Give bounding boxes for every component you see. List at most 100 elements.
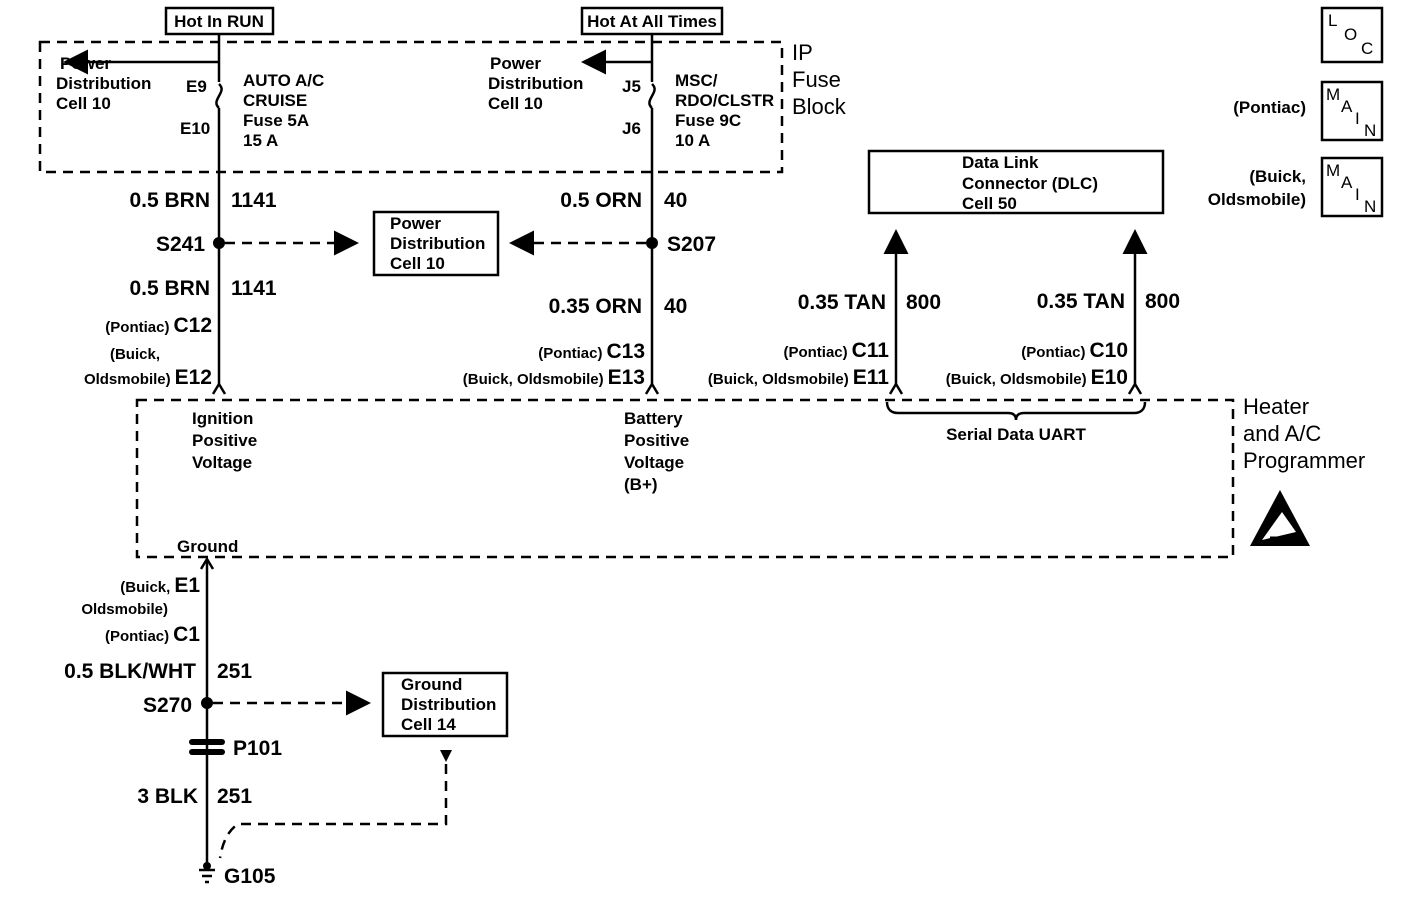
fuse-left-name-3: Fuse 5A <box>243 111 309 130</box>
pdc-left-line3: Cell 10 <box>56 94 111 113</box>
main-buick-label-1: (Buick, <box>1249 167 1306 186</box>
pdc-box-line3: Cell 10 <box>390 254 445 273</box>
wire-40-top-gauge: 0.5 ORN <box>560 189 642 212</box>
conn-c1-pontiac-id: C1 <box>173 623 200 646</box>
pdc-box-line2: Distribution <box>390 234 485 253</box>
fuse-left-symbol <box>215 83 223 109</box>
loc-letter-c: C <box>1361 39 1373 58</box>
conn-c11-buick: (Buick, Oldsmobile)E11 <box>708 366 889 389</box>
conn-c1-pontiac: (Pontiac)C1 <box>105 623 200 646</box>
dlc-line2: Connector (DLC) <box>962 174 1098 193</box>
ip-fuse-block-line2: Fuse <box>792 67 841 92</box>
ignition-line3: Voltage <box>192 453 252 472</box>
conn-e10-pin <box>1127 381 1143 395</box>
conn-c10-buick-prefix: (Buick, Oldsmobile) <box>946 371 1087 388</box>
wire-40-bot-circuit: 40 <box>664 295 687 318</box>
conn-e1-buick-prefix-1: (Buick, <box>120 579 170 596</box>
conn-c12-buick-prefix-2: Oldsmobile) <box>84 371 171 388</box>
conn-c11-pontiac-prefix: (Pontiac) <box>783 344 847 361</box>
battery-line3: Voltage <box>624 453 684 472</box>
wire-251-bot-circuit: 251 <box>217 785 252 808</box>
wire-800-b-gauge: 0.35 TAN <box>1037 290 1125 313</box>
conn-e1-buick-id: E1 <box>174 574 200 597</box>
ground-icon <box>199 868 215 884</box>
wire-800-a-circuit: 800 <box>906 291 941 314</box>
uart-bracket <box>885 401 1147 421</box>
splice-s270-label: S270 <box>143 694 192 717</box>
main-b-letter-i: I <box>1355 185 1360 204</box>
dlc-box <box>867 149 1165 215</box>
g105-dot <box>203 862 211 870</box>
dlc-line3: Cell 50 <box>962 194 1017 213</box>
g105-label: G105 <box>224 865 276 888</box>
loc-letter-l: L <box>1328 11 1337 30</box>
conn-c11-buick-id: E11 <box>853 366 890 389</box>
pdc-box-line1: Power <box>390 214 441 233</box>
pdc-mid-line1: Power <box>490 54 541 73</box>
main-p-letter-n: N <box>1364 121 1376 140</box>
wire-251-top-gauge: 0.5 BLK/WHT <box>64 660 196 683</box>
main-box-pontiac <box>1320 80 1384 142</box>
fuse-left-name-4: 15 A <box>243 131 278 150</box>
main-pontiac-label: (Pontiac) <box>1233 98 1306 117</box>
wire-40-top-circuit: 40 <box>664 189 687 212</box>
ip-fuse-block-line1: IP <box>792 40 813 65</box>
conn-c10-pontiac: (Pontiac)C10 <box>1021 339 1128 362</box>
fuse-right-bottom-pin: J6 <box>622 119 641 138</box>
fuse-right-name-4: 10 A <box>675 131 710 150</box>
loc-letter-o: O <box>1344 25 1357 44</box>
conn-c12-pontiac: (Pontiac)C12 <box>105 314 212 337</box>
ignition-line2: Positive <box>192 431 257 450</box>
battery-line2: Positive <box>624 431 689 450</box>
main-b-letter-n: N <box>1364 197 1376 216</box>
ground-label: Ground <box>177 537 238 556</box>
conn-e11-pin <box>888 381 904 395</box>
wire-40-bot-gauge: 0.35 ORN <box>549 295 642 318</box>
programmer-line3: Programmer <box>1243 448 1365 473</box>
fuse-left-top-pin: E9 <box>186 77 207 96</box>
splice-s207-label: S207 <box>667 233 716 256</box>
wire-1141-top-gauge: 0.5 BRN <box>129 189 210 212</box>
wire-1141-bot-gauge: 0.5 BRN <box>129 277 210 300</box>
splice-s241-dot <box>213 237 225 249</box>
p101-label: P101 <box>233 737 282 760</box>
main-p-letter-a: A <box>1341 97 1353 116</box>
uart-label: Serial Data UART <box>946 425 1086 444</box>
pdc-box <box>372 210 500 277</box>
main-box-buick <box>1320 156 1384 218</box>
conn-c13-buick-prefix: (Buick, Oldsmobile) <box>463 371 604 388</box>
conn-c12-buick: Oldsmobile)E12 <box>84 366 212 389</box>
conn-c11-buick-prefix: (Buick, Oldsmobile) <box>708 371 849 388</box>
battery-line4: (B+) <box>624 475 658 494</box>
conn-c13-pontiac-id: C13 <box>606 340 645 363</box>
gdc-line3: Cell 14 <box>401 715 456 734</box>
conn-e1-buick-prefix-2: Oldsmobile) <box>81 601 168 618</box>
dlc-line1: Data Link <box>962 153 1039 172</box>
conn-c12-buick-id: E12 <box>175 366 212 389</box>
loc-box <box>1320 6 1384 64</box>
hot-in-run-label: Hot In RUN <box>174 12 264 31</box>
conn-c13-pontiac: (Pontiac)C13 <box>538 340 645 363</box>
programmer-outline <box>135 398 1235 559</box>
conn-e12-pin <box>211 381 227 395</box>
conn-c12-pontiac-id: C12 <box>173 314 212 337</box>
ip-fuse-block-line3: Block <box>792 94 847 119</box>
splice-s241-label: S241 <box>156 233 205 256</box>
conn-e1-buick: (Buick,E1 <box>120 574 200 597</box>
pdc-mid-line3: Cell 10 <box>488 94 543 113</box>
fuse-right-name-2: RDO/CLSTR <box>675 91 774 110</box>
main-buick-label-2: Oldsmobile) <box>1208 190 1306 209</box>
conn-e13-pin <box>644 381 660 395</box>
main-b-letter-a: A <box>1341 173 1353 192</box>
fuse-left-name-2: CRUISE <box>243 91 307 110</box>
splice-s270-dot <box>201 697 213 709</box>
wire-1141-top-circuit: 1141 <box>231 189 277 212</box>
wire-251-bot-gauge: 3 BLK <box>137 785 198 808</box>
conn-c10-pontiac-prefix: (Pontiac) <box>1021 344 1085 361</box>
wire-251-top-circuit: 251 <box>217 660 252 683</box>
programmer-line2: and A/C <box>1243 421 1321 446</box>
main-b-letter-m: M <box>1326 161 1340 180</box>
wire-800-a-gauge: 0.35 TAN <box>798 291 886 314</box>
